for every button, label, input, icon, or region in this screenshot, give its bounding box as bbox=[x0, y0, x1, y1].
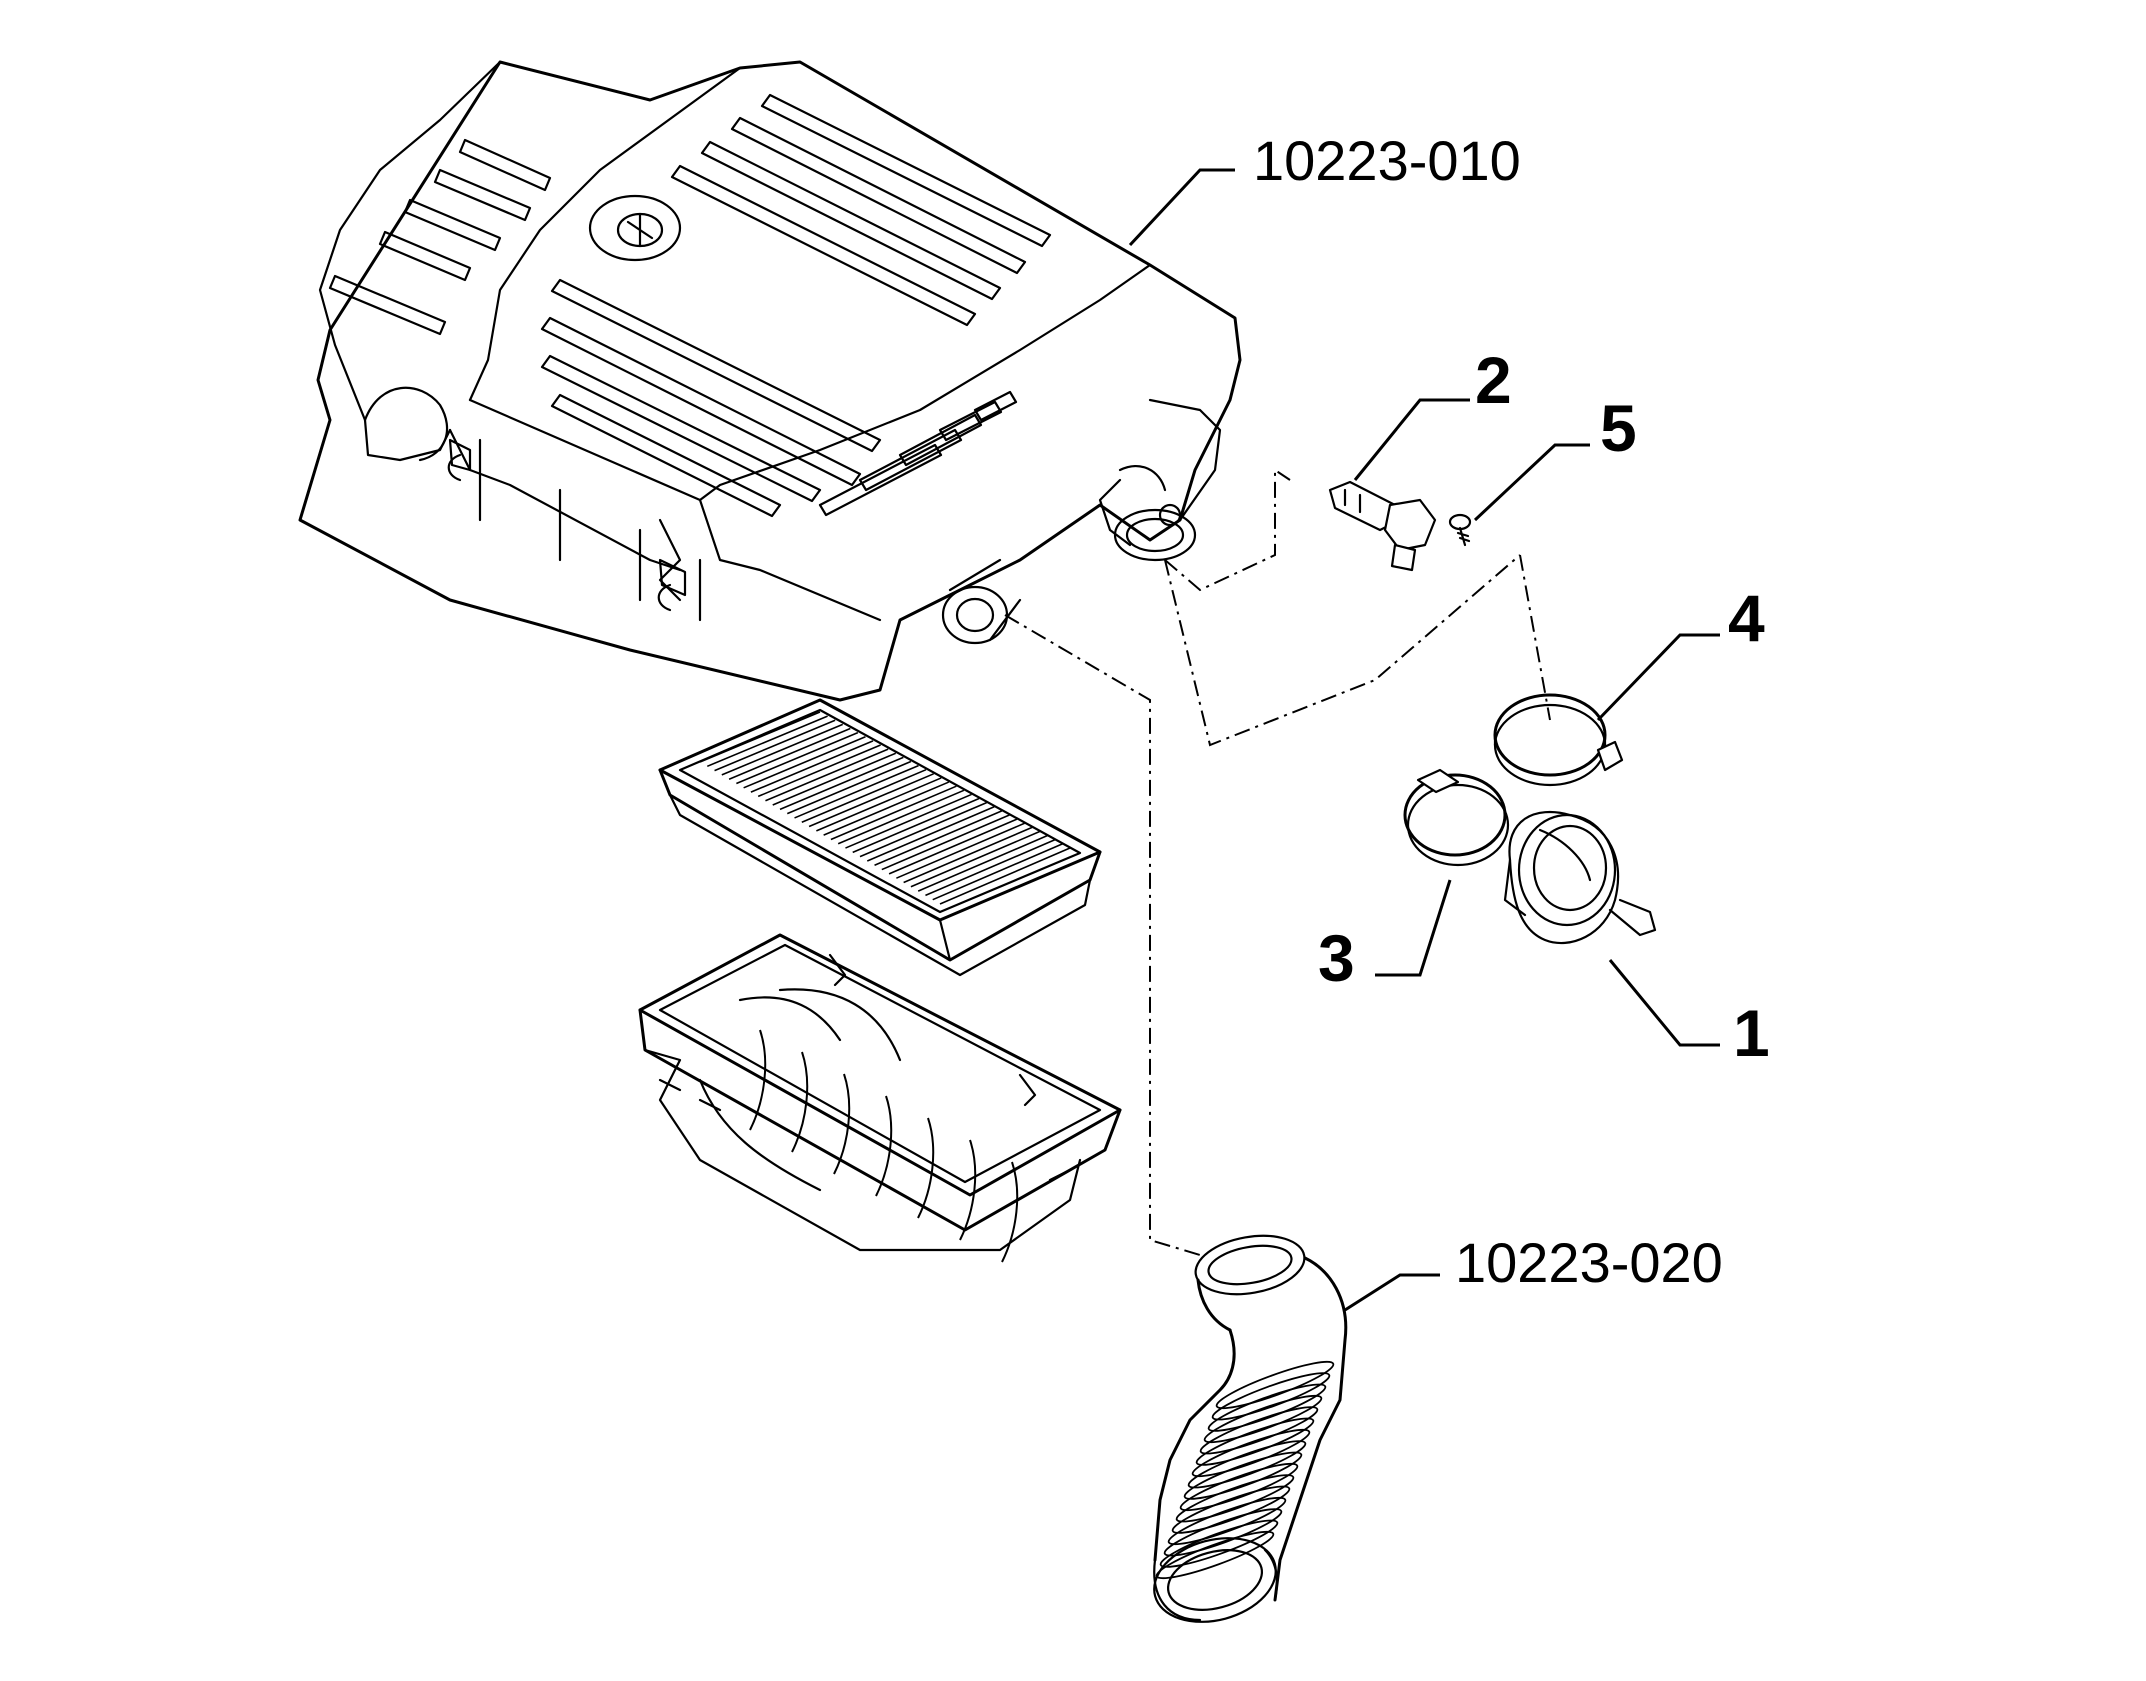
leader-lines bbox=[1128, 168, 1720, 1312]
callout-part-5: 5 bbox=[1600, 391, 1637, 465]
air-flow-meter-part-1 bbox=[1503, 810, 1657, 945]
callout-part-4: 4 bbox=[1728, 581, 1765, 655]
callout-part-2: 2 bbox=[1475, 343, 1512, 417]
sensor-part-2 bbox=[1328, 480, 1437, 572]
screw-part-5 bbox=[1448, 513, 1472, 547]
assembly-lines bbox=[1004, 468, 1551, 1256]
intake-hose bbox=[1153, 1234, 1348, 1623]
hose-clamp-part-3 bbox=[1403, 768, 1510, 867]
callout-part-3: 3 bbox=[1318, 921, 1355, 995]
ref-label-10223-020: 10223-020 bbox=[1455, 1231, 1723, 1294]
air-filter-element bbox=[658, 698, 1102, 977]
air-box-cover bbox=[298, 60, 1242, 702]
air-box-lower-housing bbox=[638, 933, 1122, 1263]
callout-part-1: 1 bbox=[1733, 996, 1770, 1070]
ref-label-10223-010: 10223-010 bbox=[1253, 129, 1521, 192]
hose-clamp-part-4 bbox=[1493, 693, 1624, 787]
